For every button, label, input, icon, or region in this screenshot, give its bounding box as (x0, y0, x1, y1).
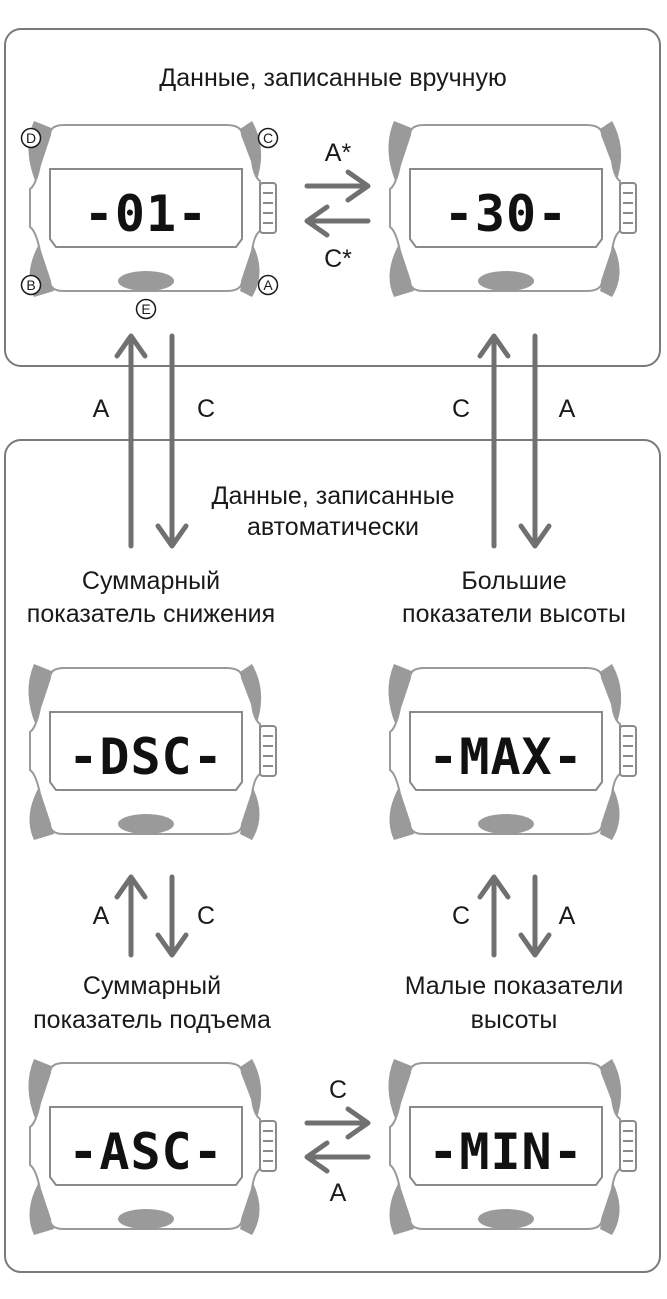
caption-total-ascent-l1: Суммарный (83, 972, 221, 1000)
label-max-min-up: C (452, 902, 470, 930)
arrow-dsc-asc-up (114, 874, 148, 958)
lcd-manual-left: -01- (84, 185, 208, 243)
svg-text:A: A (263, 277, 273, 293)
label-manual-right: A* (325, 139, 352, 167)
arrow-manual-left (304, 204, 371, 238)
label-manual-left: C* (324, 245, 352, 273)
label-max-min-down: A (559, 902, 576, 930)
caption-high-alt-l1: Большие (461, 567, 566, 595)
caption-total-ascent-l2: показатель подъема (33, 1006, 271, 1034)
auto-data-frame (4, 439, 661, 1273)
svg-text:C: C (263, 130, 273, 146)
caption-total-descent-l2: показатель снижения (27, 600, 275, 628)
arrow-dsc-asc-down (155, 874, 189, 958)
svg-text:E: E (141, 301, 150, 317)
arrow-max-min-down (518, 874, 552, 958)
manual-data-frame (4, 28, 661, 367)
arrow-bottom-right (304, 1106, 371, 1140)
label-dsc-asc-up: A (93, 902, 110, 930)
button-e-marker: E (135, 298, 157, 320)
lcd-max: -MAX- (428, 728, 584, 786)
label-dsc-asc-down: C (197, 902, 215, 930)
arrow-bottom-left (304, 1140, 371, 1174)
label-right-up: C (452, 395, 470, 423)
svg-text:B: B (26, 277, 35, 293)
label-bottom-left: A (330, 1179, 347, 1207)
arrow-left-up (114, 333, 148, 549)
arrow-manual-right (304, 169, 371, 203)
caption-low-alt-l1: Малые показатели (405, 972, 624, 1000)
label-right-down: A (559, 395, 576, 423)
button-a-marker: A (257, 274, 279, 296)
lcd-min: -MIN- (428, 1123, 584, 1181)
button-d-marker: D (20, 127, 42, 149)
arrow-max-min-up (477, 874, 511, 958)
lcd-asc: -ASC- (68, 1123, 224, 1181)
arrow-right-up (477, 333, 511, 549)
svg-text:D: D (26, 130, 36, 146)
auto-data-title-line2: автоматически (247, 513, 419, 541)
arrow-right-down (518, 333, 552, 549)
label-left-up: A (93, 395, 110, 423)
lcd-dsc: -DSC- (68, 728, 224, 786)
button-b-marker: B (20, 274, 42, 296)
auto-data-title-line1: Данные, записанные (212, 482, 455, 510)
label-bottom-right: C (329, 1076, 347, 1104)
caption-low-alt-l2: высоты (471, 1006, 558, 1034)
lcd-manual-right: -30- (444, 185, 568, 243)
button-c-marker: C (257, 127, 279, 149)
caption-high-alt-l2: показатели высоты (402, 600, 626, 628)
caption-total-descent-l1: Суммарный (82, 567, 220, 595)
label-left-down: C (197, 395, 215, 423)
arrow-left-down (155, 333, 189, 549)
manual-data-title: Данные, записанные вручную (159, 64, 506, 92)
